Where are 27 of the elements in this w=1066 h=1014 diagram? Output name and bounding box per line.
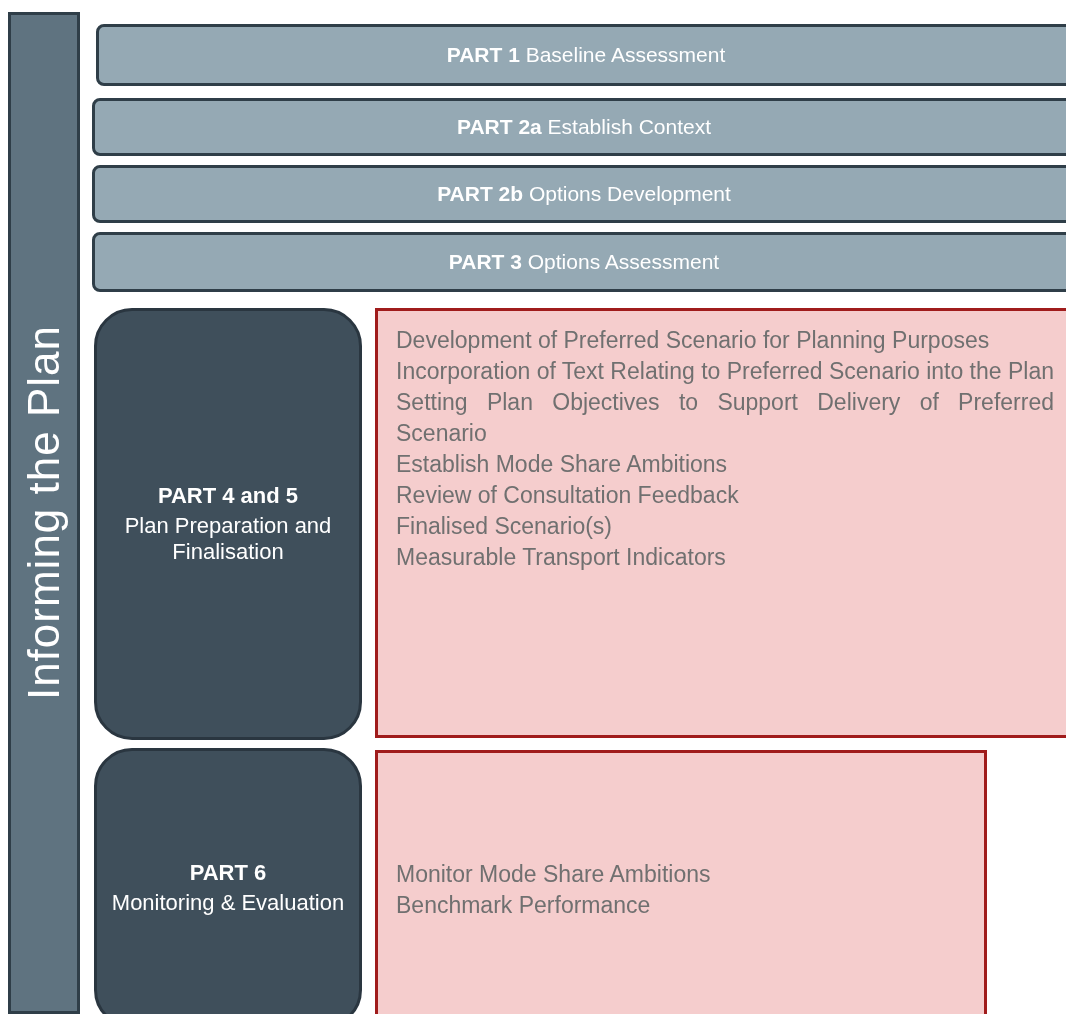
task-text: Finalised Scenario(s) xyxy=(396,512,614,541)
task-text: Incorporation of Text Relating to Preferred Scenario into the Plan xyxy=(396,357,1054,386)
task-text: Establish Mode Share Ambitions xyxy=(396,450,729,479)
task-text: Benchmark Performance xyxy=(396,891,652,920)
stage-bar xyxy=(92,165,1066,223)
stage-title: Monitoring & Evaluation xyxy=(111,890,345,916)
task-text: Development of Preferred Scenario for Planning Purposes xyxy=(396,326,991,355)
task-panel xyxy=(375,750,987,1014)
stage-panel xyxy=(94,748,362,1014)
task-text: Setting Plan Objectives to Support Delivery of Preferred Scenario xyxy=(396,388,1054,448)
task-text: Monitor Mode Share Ambitions xyxy=(396,860,712,889)
task-text: Review of Consultation Feedback xyxy=(396,481,740,510)
stage-title: PART 2a Establish Context xyxy=(456,115,712,139)
stage-title: PART 2b Options Development xyxy=(437,182,731,206)
stage-title: PART 1 Baseline Assessment xyxy=(446,43,726,67)
stage-heading: PART 6 xyxy=(189,860,267,886)
stage-title: PART 3 Options Assessment xyxy=(448,250,720,274)
stage-panel xyxy=(94,308,362,740)
stage-heading: PART 4 and 5 xyxy=(157,483,299,509)
stage-bar xyxy=(96,24,1066,86)
stage-bar xyxy=(92,232,1066,292)
stage-bar xyxy=(92,98,1066,156)
stage-title: Plan Preparation and Finalisation xyxy=(123,513,333,565)
task-text: Measurable Transport Indicators xyxy=(396,543,727,572)
side-band xyxy=(8,12,80,1014)
band-title: Informing the Plan xyxy=(19,325,69,701)
task-panel xyxy=(375,308,1066,738)
